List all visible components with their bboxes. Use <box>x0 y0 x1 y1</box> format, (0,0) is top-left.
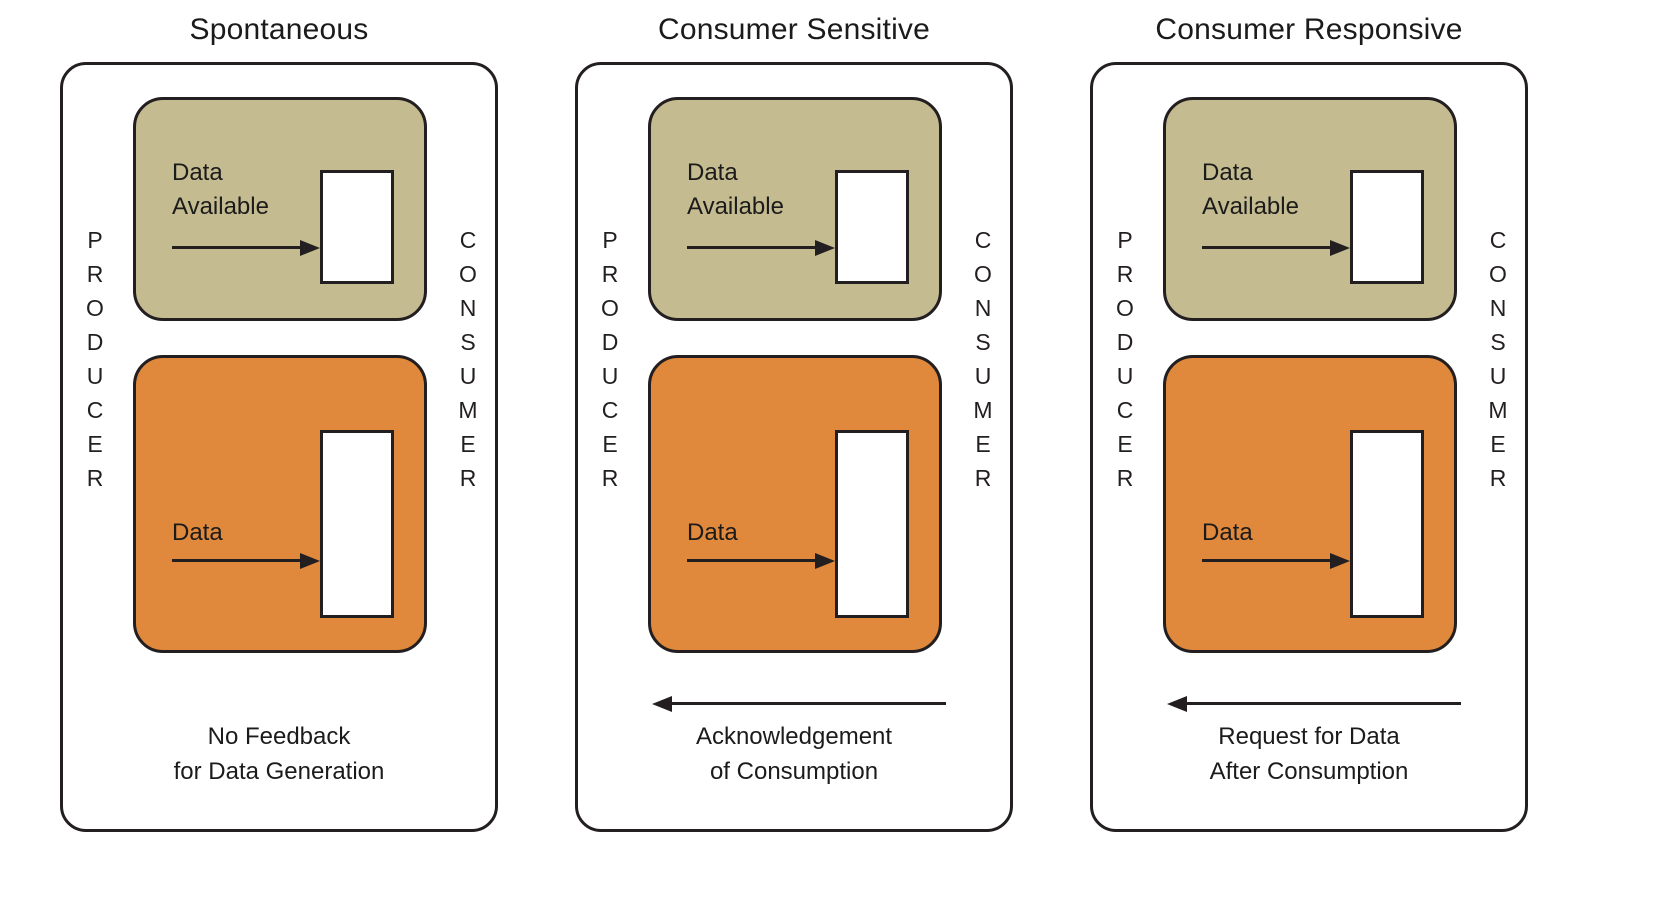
panel-spontaneous: Spontaneous PRODUCER CONSUMER Data Avail… <box>60 12 498 832</box>
data-label: Data <box>687 519 738 546</box>
feedback-caption-line2: of Consumption <box>709 758 879 785</box>
feedback-caption-line2: for Data Generation <box>173 758 385 785</box>
right-arrow-icon <box>172 246 300 249</box>
data-box: Data <box>648 355 942 653</box>
panel-title: Consumer Sensitive <box>657 13 931 46</box>
consumer-port <box>320 430 394 618</box>
consumer-port <box>320 170 394 284</box>
data-available-label-line2: Available <box>1202 193 1299 220</box>
feedback-caption: Request for Data After Consumption <box>1093 719 1525 789</box>
data-available-label: Data Available <box>1202 156 1299 224</box>
data-available-box: Data Available <box>1163 97 1457 321</box>
feedback-left-arrow-icon <box>672 702 946 705</box>
consumer-label: CONSUMER <box>455 227 481 499</box>
consumer-port <box>835 170 909 284</box>
feedback-caption: Acknowledgement of Consumption <box>578 719 1010 789</box>
right-arrow-icon <box>1202 246 1330 249</box>
data-available-box: Data Available <box>648 97 942 321</box>
data-available-label-line1: Data <box>687 159 738 186</box>
right-arrow-icon <box>172 559 300 562</box>
panel-consumer-sensitive: Consumer Sensitive PRODUCER CONSUMER Dat… <box>575 12 1013 832</box>
right-arrow-icon <box>1202 559 1330 562</box>
producer-label: PRODUCER <box>82 227 108 499</box>
panel-frame: PRODUCER CONSUMER Data Available Data No… <box>60 62 498 832</box>
data-available-label-line2: Available <box>687 193 784 220</box>
feedback-caption: No Feedback for Data Generation <box>63 719 495 789</box>
producer-label: PRODUCER <box>597 227 623 499</box>
consumer-label: CONSUMER <box>1485 227 1511 499</box>
panel-frame: PRODUCER CONSUMER Data Available Data Re… <box>1090 62 1528 832</box>
feedback-caption-line1: Request for Data <box>1218 723 1400 750</box>
panel-frame: PRODUCER CONSUMER Data Available Data Ac… <box>575 62 1013 832</box>
data-label: Data <box>172 519 223 546</box>
data-available-label: Data Available <box>172 156 269 224</box>
data-label: Data <box>1202 519 1253 546</box>
consumer-label: CONSUMER <box>970 227 996 499</box>
feedback-caption-line2: After Consumption <box>1209 758 1409 785</box>
data-available-label: Data Available <box>687 156 784 224</box>
consumer-port <box>835 430 909 618</box>
feedback-left-arrow-icon <box>1187 702 1461 705</box>
right-arrow-icon <box>687 559 815 562</box>
data-available-label-line2: Available <box>172 193 269 220</box>
data-available-label-line1: Data <box>172 159 223 186</box>
data-box: Data <box>133 355 427 653</box>
data-box: Data <box>1163 355 1457 653</box>
data-available-box: Data Available <box>133 97 427 321</box>
panel-title: Consumer Responsive <box>1155 13 1463 46</box>
panel-consumer-responsive: Consumer Responsive PRODUCER CONSUMER Da… <box>1090 12 1528 832</box>
data-available-label-line1: Data <box>1202 159 1253 186</box>
producer-label: PRODUCER <box>1112 227 1138 499</box>
feedback-caption-line1: No Feedback <box>207 723 351 750</box>
right-arrow-icon <box>687 246 815 249</box>
consumer-port <box>1350 430 1424 618</box>
consumer-port <box>1350 170 1424 284</box>
feedback-caption-line1: Acknowledgement <box>695 723 893 750</box>
panel-title: Spontaneous <box>189 13 369 46</box>
